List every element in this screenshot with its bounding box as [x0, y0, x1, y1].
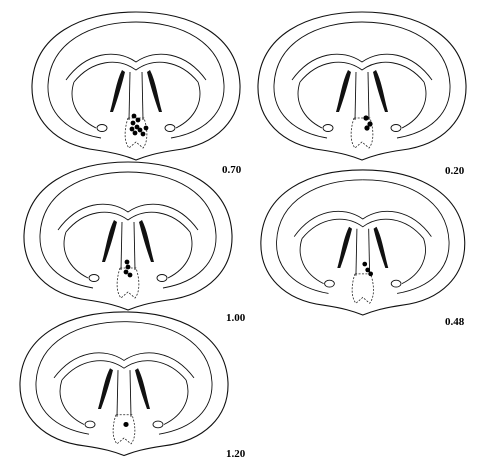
section-label-0-20: 0.20 — [445, 165, 465, 177]
injection-site — [123, 422, 128, 427]
injection-site — [124, 270, 129, 275]
section-label-0-70: 0.70 — [222, 164, 242, 176]
injection-site — [364, 125, 369, 130]
injection-site — [365, 268, 370, 273]
injection-site — [362, 262, 367, 267]
injection-site — [133, 131, 138, 136]
section-1-00 — [24, 162, 232, 310]
injection-site — [136, 118, 141, 123]
injection-site — [128, 273, 133, 278]
injection-site — [363, 115, 368, 120]
section-label-1-20: 1.20 — [226, 448, 246, 460]
section-0-48 — [261, 170, 465, 315]
injection-site — [125, 260, 130, 265]
injection-site — [126, 265, 131, 270]
section-0-70 — [32, 12, 240, 160]
injection-site — [368, 271, 373, 276]
section-1-20 — [20, 312, 228, 456]
injection-sites-1-20 — [123, 422, 128, 427]
injection-site — [130, 127, 135, 132]
section-label-1-00: 1.00 — [226, 312, 246, 324]
injection-site — [138, 128, 143, 133]
section-label-0-48: 0.48 — [445, 316, 465, 328]
injection-site — [132, 114, 137, 119]
injection-site — [141, 132, 146, 137]
injection-site — [144, 126, 149, 131]
section-0-20 — [258, 12, 466, 160]
injection-site — [131, 121, 136, 126]
